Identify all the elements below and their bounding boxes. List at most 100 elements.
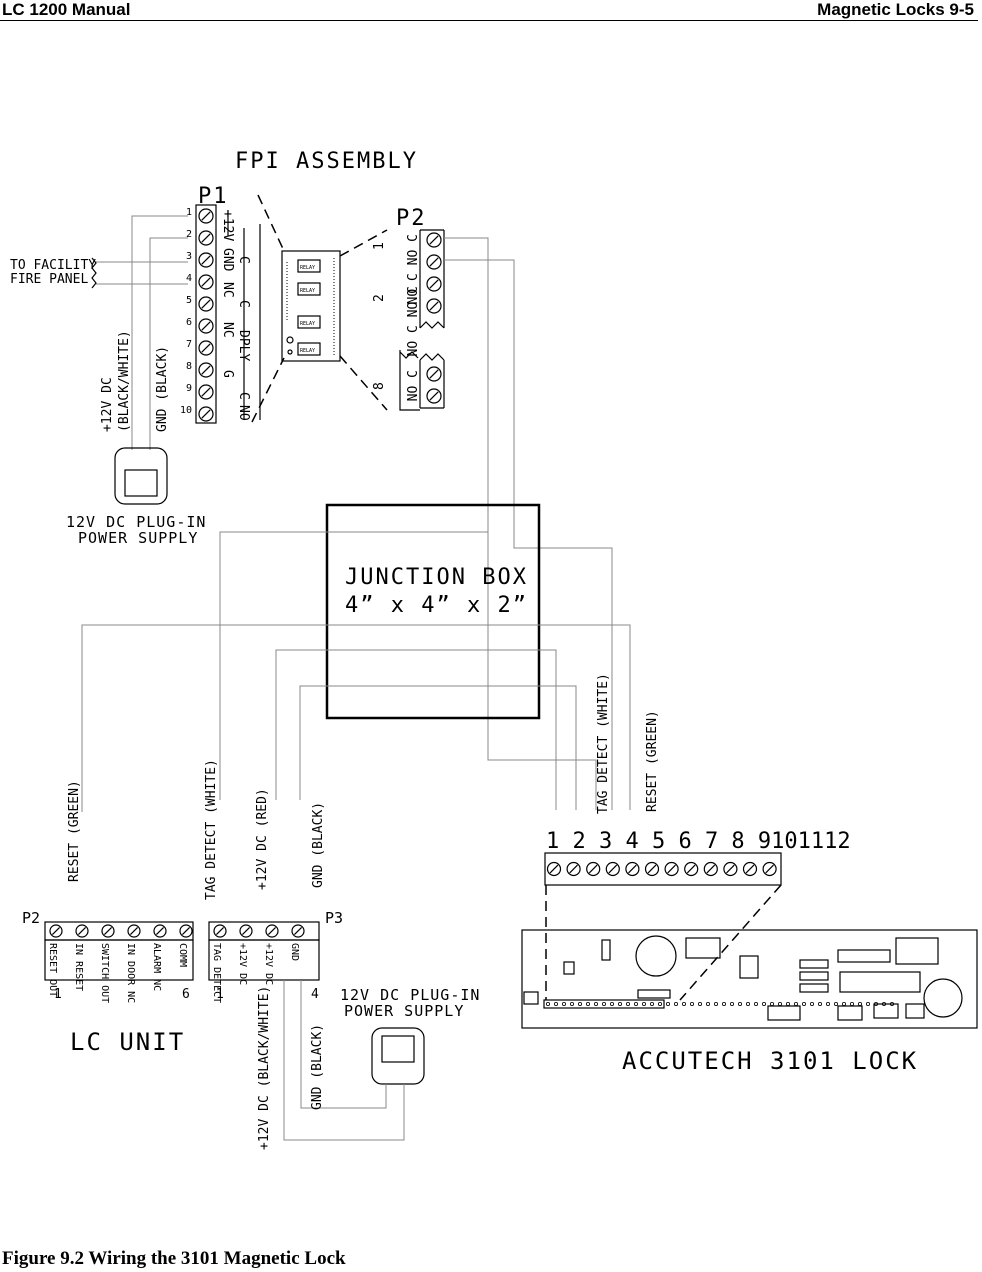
lock-terminal-block (544, 852, 782, 886)
bottom-psu-label-2: POWER SUPPLY (344, 1002, 464, 1020)
screw-terminal (198, 252, 214, 268)
fpi-p1-labels: +12V GND NC NC G C C DPLY C NO (220, 210, 251, 421)
figure-caption: Figure 9.2 Wiring the 3101 Magnetic Lock (2, 1248, 346, 1269)
svg-text:RELAY: RELAY (300, 265, 315, 271)
screw-terminal (762, 861, 777, 877)
p2-num-1: 1 (372, 242, 387, 250)
screw-terminal (664, 861, 679, 877)
p1-label-nc2: NC (220, 322, 235, 338)
lc-terminal-label: IN RESET (73, 943, 84, 991)
screw-terminal (723, 861, 738, 877)
lc-terminal-label: TAG DETECT (211, 943, 222, 1003)
p1-terminal-number: 8 (186, 361, 192, 372)
p1-terminal-number: 2 (186, 229, 192, 240)
screw-terminal (426, 254, 442, 270)
screw-terminal (198, 296, 214, 312)
section-title: Magnetic Locks 9-5 (817, 0, 974, 19)
lc-terminal-label: +12V DC (237, 943, 248, 985)
p1-terminal-number: 1 (186, 207, 192, 218)
lc-terminal-label: ALARM NC (151, 943, 162, 991)
fpi-p2-top-block (419, 229, 445, 329)
wire-tag-detect-white-lock: TAG DETECT (WHITE) (596, 673, 611, 814)
screw-terminal (586, 861, 601, 877)
screw-terminal (198, 318, 214, 334)
lc-p2-first: 1 (54, 987, 62, 1002)
wire-gnd-black: GND (BLACK) (311, 802, 326, 888)
screw-terminal (198, 230, 214, 246)
screw-terminal (198, 362, 214, 378)
screw-terminal (198, 340, 214, 356)
p2-num-2: 2 (372, 294, 387, 302)
wire-12v-red: +12V DC (RED) (255, 788, 270, 890)
top-psu-label-2: POWER SUPPLY (78, 529, 198, 547)
lock-terminal-numbers: 1 2 3 4 5 6 7 8 9101112 (546, 829, 851, 854)
wire-reset-green-lock: RESET (GREEN) (645, 710, 660, 812)
svg-text:RELAY: RELAY (300, 288, 315, 294)
screw-terminal (198, 384, 214, 400)
bottom-power-supply (371, 1027, 425, 1085)
lc-p3-last: 4 (311, 987, 319, 1002)
wire-tag-detect-white: TAG DETECT (WHITE) (204, 759, 219, 900)
psu-wire-blackwhite: (BLACK/WHITE) (117, 330, 132, 432)
bottom-psu-wire-gnd: GND (BLACK) (310, 1024, 325, 1110)
screw-terminal (742, 861, 758, 877)
psu-wire-12v: +12V DC (100, 377, 115, 432)
screw-terminal (49, 924, 63, 938)
screw-terminal (291, 924, 305, 938)
p2-relay2-label: NO C NO C (406, 286, 421, 356)
junction-box-label-2: 4” x 4” x 2” (345, 593, 528, 618)
p1-terminal-number: 7 (186, 339, 192, 350)
screw-terminal (426, 366, 442, 382)
p1-terminal-number: 5 (186, 295, 192, 306)
wire-reset-green: RESET (GREEN) (67, 780, 82, 882)
p1-terminal-number: 6 (186, 317, 192, 328)
screw-terminal (426, 298, 442, 314)
screw-terminal (546, 861, 562, 877)
screw-terminal (703, 861, 718, 877)
svg-text:RELAY: RELAY (300, 321, 315, 327)
manual-title: LC 1200 Manual (2, 0, 131, 19)
fpi-p2-bottom-block (419, 353, 445, 409)
screw-terminal (605, 861, 620, 877)
p1-terminal-number: 4 (186, 273, 192, 284)
lc-terminal-label: SWITCH OUT (99, 943, 110, 1003)
p1-label-gnd: GND (220, 248, 235, 272)
fpi-p2-label: P2 (396, 206, 427, 231)
lc-terminal-label: RESET OUT (47, 943, 58, 997)
facility-label-2: FIRE PANEL (10, 272, 88, 287)
facility-label-1: TO FACILITY (10, 258, 96, 273)
fpi-p1-terminal-block: 1 2 3 4 5 6 7 8 9 10 (180, 204, 217, 424)
screw-terminal (426, 276, 442, 292)
svg-text:RELAY: RELAY (300, 348, 315, 354)
screw-terminal (153, 924, 167, 938)
lc-p3-first: 1 (216, 987, 224, 1002)
lc-terminal-label: COMM (177, 943, 188, 967)
p1-terminal-number: 9 (186, 383, 192, 394)
lc-terminal-label: +12V DC (263, 943, 274, 985)
screw-terminal (625, 861, 640, 877)
psu-wire-gnd: GND (BLACK) (155, 346, 170, 432)
p2-relay1-label: NO C NO C (406, 234, 421, 304)
screw-terminal (198, 274, 214, 290)
screw-terminal (198, 406, 214, 422)
bottom-psu-label-1: 12V DC PLUG-IN (340, 986, 480, 1004)
lc-p2-label: P2 (22, 909, 40, 927)
accutech-lock-board (521, 929, 978, 1029)
screw-terminal (426, 232, 442, 248)
junction-box (325, 503, 541, 720)
p1-label-g: G (220, 370, 235, 378)
fpi-circuit-board: RELAY RELAY RELAY RELAY (281, 250, 341, 362)
bottom-psu-wire-12v: +12V DC (BLACK/WHITE) (257, 986, 272, 1150)
screw-terminal (179, 924, 193, 938)
top-power-supply (114, 447, 168, 505)
p2-num-8: 8 (372, 382, 387, 390)
fpi-title: FPI ASSEMBLY (235, 149, 418, 174)
lc-p2-last: 6 (182, 987, 190, 1002)
p1-terminal-number: 3 (186, 251, 192, 262)
lc-unit-title: LC UNIT (70, 1028, 185, 1056)
p1-terminal-number: 10 (180, 405, 192, 416)
screw-terminal (198, 208, 214, 224)
junction-box-label-1: JUNCTION BOX (345, 565, 528, 590)
